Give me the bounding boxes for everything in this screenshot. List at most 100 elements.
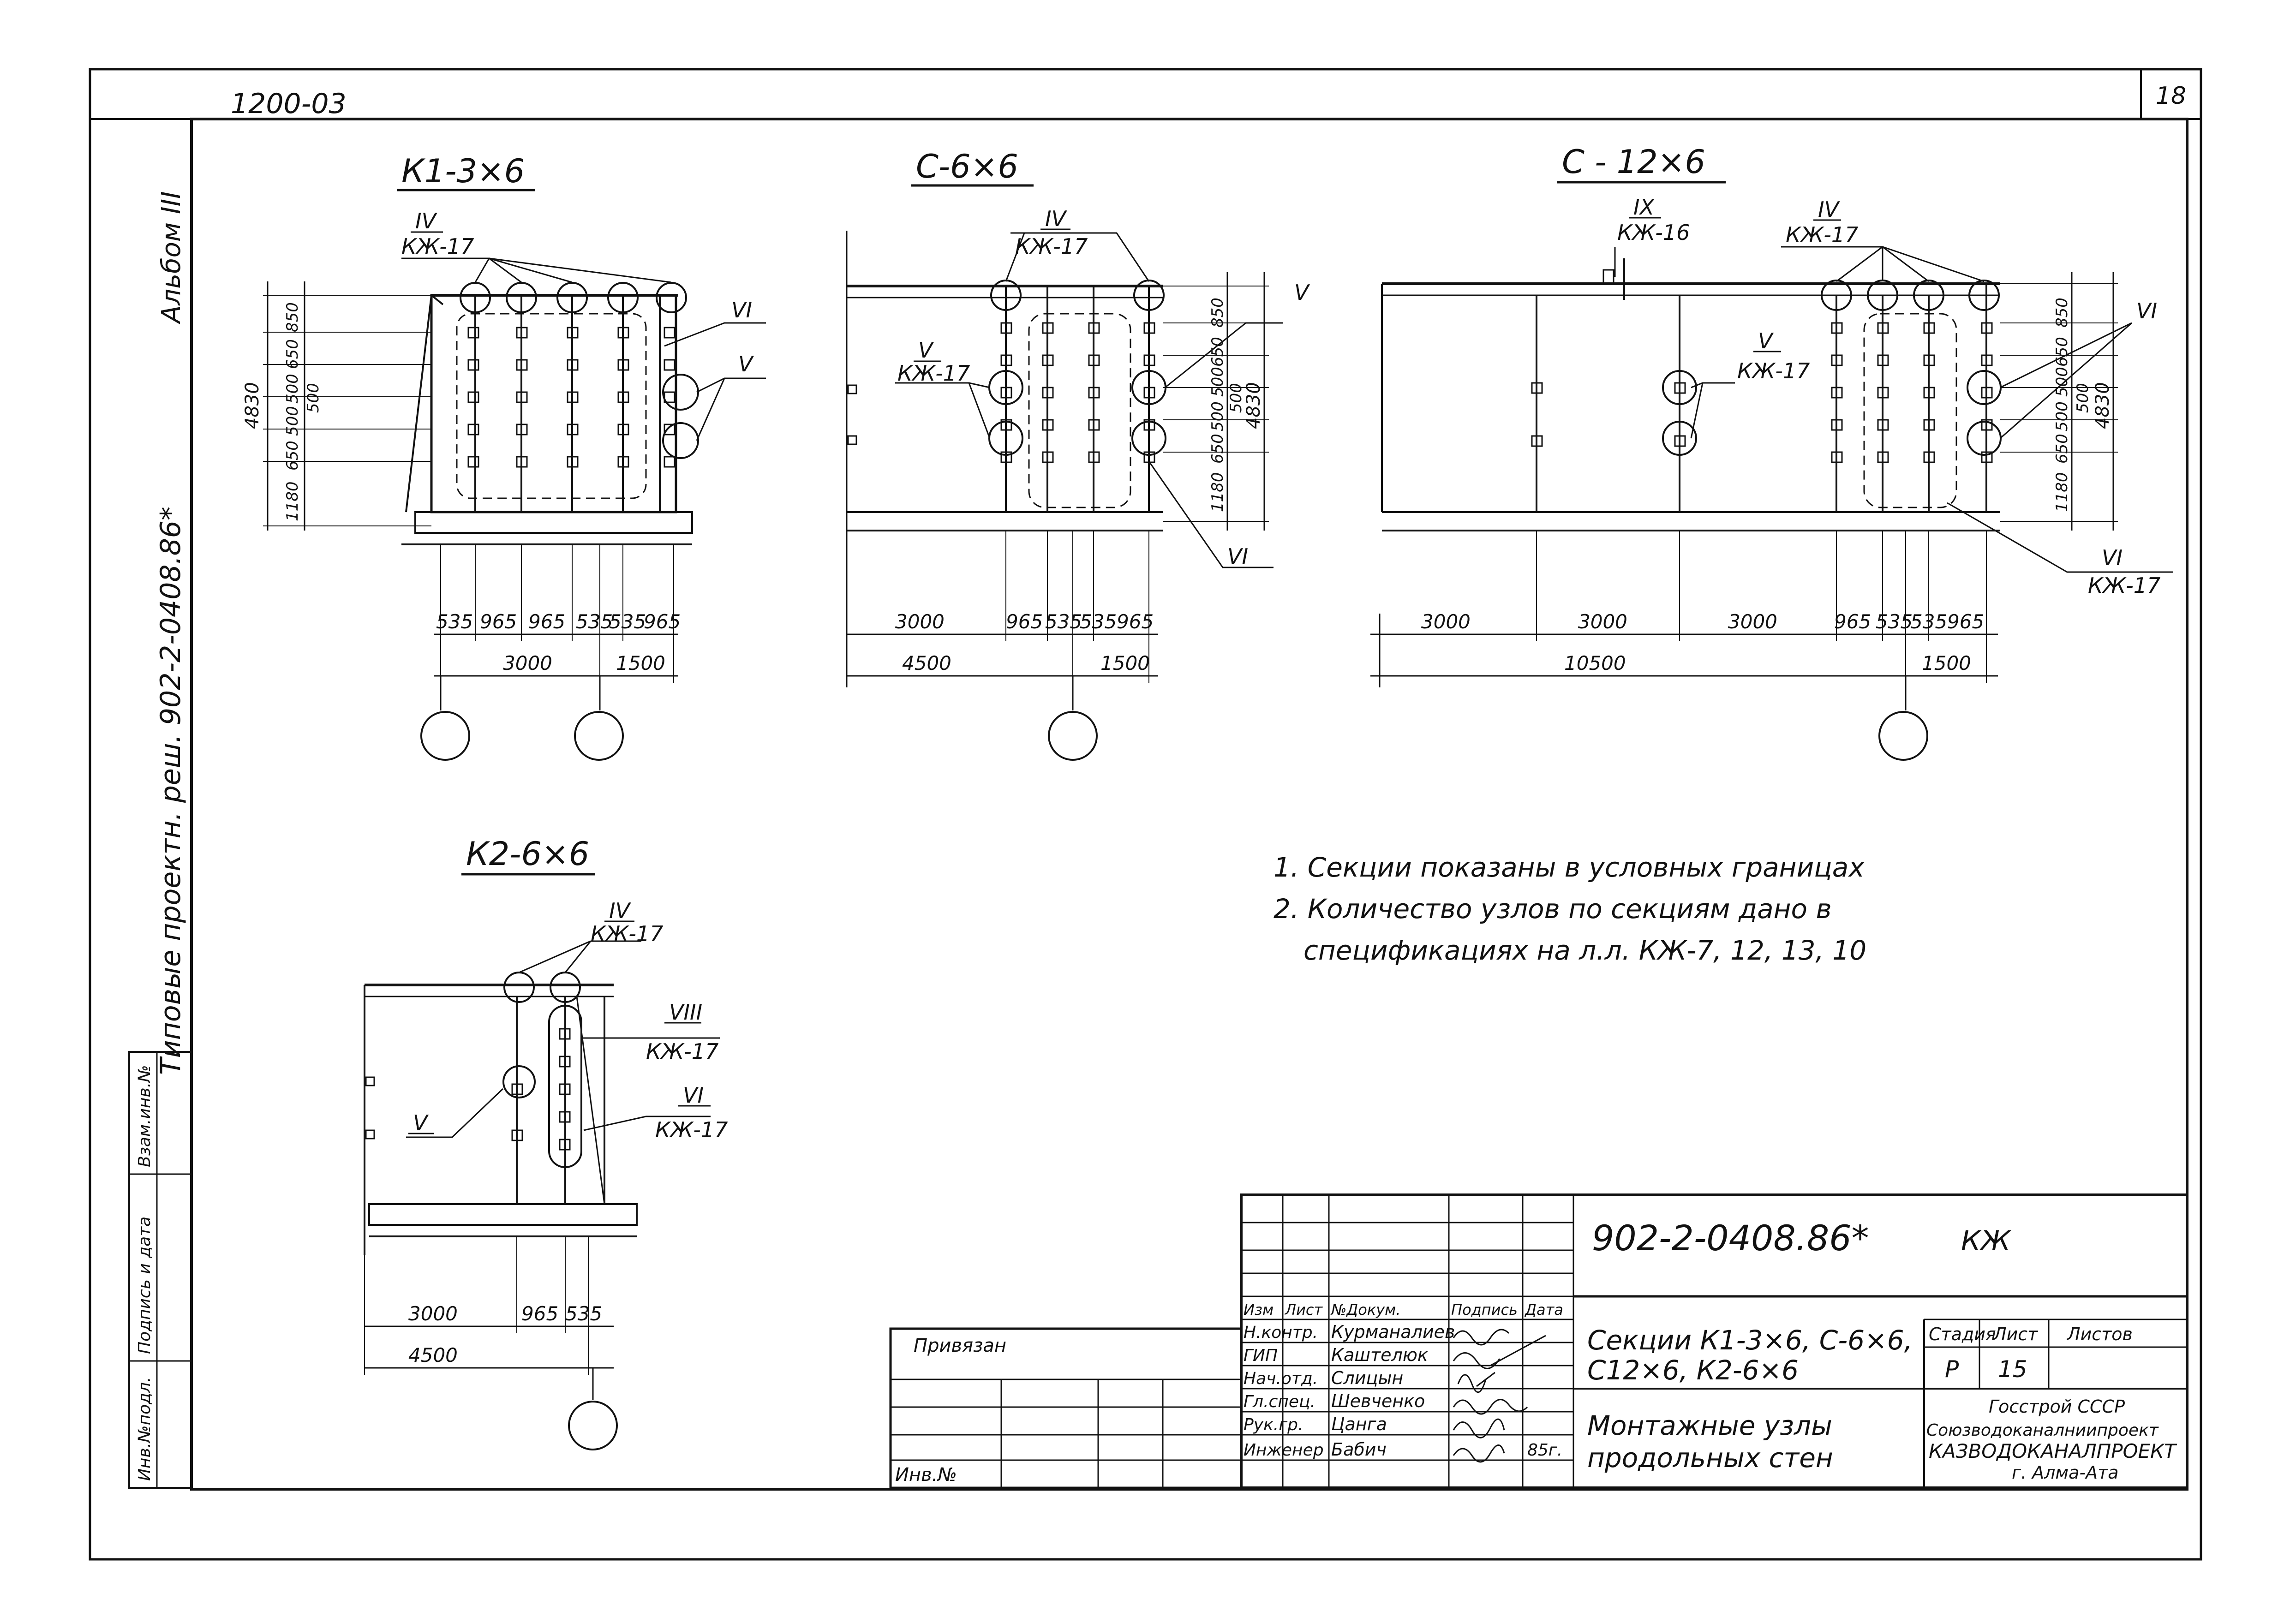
- tb-role-2: ГИП: [1244, 1346, 1278, 1365]
- k1-callout-v: V: [738, 352, 754, 376]
- k2-callout-v: V: [413, 1110, 429, 1135]
- c12-dim-535a: 535: [1876, 610, 1913, 633]
- tb-sheet-label: Лист: [1992, 1324, 2039, 1344]
- c12-dim-965a: 965: [1834, 610, 1871, 633]
- c6-height-650a: 650: [1208, 434, 1227, 464]
- c12-callout-vi-bottom-code: КЖ-17: [2088, 573, 2160, 598]
- c12-height-total: 4830: [2092, 382, 2113, 429]
- c6-dim-965b: 965: [1117, 610, 1154, 633]
- c6-title: С-6×6: [916, 148, 1018, 185]
- c12-dim-3000b: 3000: [1578, 610, 1627, 633]
- tb-role-6: Инженер: [1244, 1441, 1324, 1460]
- tb-header-sign: Подпись: [1451, 1301, 1518, 1319]
- side-album-label: Альбом III: [156, 191, 186, 325]
- tb-stage: Р: [1945, 1356, 1959, 1383]
- c6-axis-circle: [1048, 711, 1098, 761]
- c12-callout-ix: IX: [1633, 195, 1655, 220]
- sheet-number: 18: [2156, 82, 2186, 110]
- c6-dim-535b: 535: [1080, 610, 1117, 633]
- section-c6: С-6×6 IV КЖ-17 V КЖ-17 V: [846, 148, 1310, 761]
- k1-dim-535a: 535: [436, 610, 473, 633]
- k1-callout-iv: IV: [415, 209, 438, 233]
- note-1: 1. Секции показаны в условных границах: [1274, 852, 1865, 883]
- c6-callout-v-right: V: [1294, 280, 1310, 305]
- tb-code: 902-2-0408.86*: [1592, 1217, 1869, 1259]
- tb-role-3: Нач.отд.: [1244, 1369, 1318, 1388]
- c12-dim-3000c: 3000: [1728, 610, 1777, 633]
- k2-callout-vi-code: КЖ-17: [655, 1117, 728, 1142]
- c12-height-500a: 500: [2053, 401, 2071, 431]
- side-stamp-sign: Подпись и дата: [135, 1217, 154, 1354]
- c6-height-total: 4830: [1243, 382, 1264, 429]
- outer-frame: [89, 68, 2202, 1561]
- k1-dim-965b: 965: [528, 610, 565, 633]
- c12-title: С - 12×6: [1562, 143, 1705, 181]
- k2-callout-iv-code: КЖ-17: [591, 921, 663, 946]
- tb-title-1: Секции К1-3×6, С-6×6,: [1587, 1325, 1913, 1356]
- tb-name-4: Шевченко: [1331, 1391, 1425, 1411]
- notes: 1. Секции показаны в условных границах 2…: [1274, 852, 1866, 966]
- k2-dim-3000: 3000: [408, 1302, 458, 1325]
- tb-name-3: Слицын: [1331, 1368, 1403, 1388]
- tb-title-2: С12×6, К2-6×6: [1587, 1354, 1799, 1386]
- tb-subtitle-2: продольных стен: [1587, 1442, 1833, 1474]
- k1-height-850: 850: [283, 302, 302, 332]
- tb-role-4: Гл.спец.: [1244, 1392, 1315, 1411]
- signatures: [1453, 1329, 1546, 1463]
- k2-axis-circle: [568, 1401, 618, 1450]
- k2-dim-965: 965: [521, 1302, 558, 1325]
- binding-block: Привязан Инв.№: [889, 1327, 1243, 1489]
- tb-subtitle-1: Монтажные узлы: [1587, 1410, 1832, 1441]
- tb-role-1: Н.контр.: [1244, 1323, 1318, 1342]
- c12-callout-v: V: [1758, 328, 1774, 353]
- sheet-number-box: [2140, 68, 2202, 120]
- c6-dim-965a: 965: [1006, 610, 1043, 633]
- c12-callout-v-code: КЖ-17: [1737, 358, 1810, 383]
- c6-height-500a: 500: [1208, 401, 1227, 431]
- k1-dim-965a: 965: [480, 610, 517, 633]
- tb-name-5: Цанга: [1331, 1414, 1387, 1434]
- k2-callout-vi: VI: [683, 1083, 704, 1108]
- k1-callout-vi: VI: [731, 298, 752, 322]
- sheet-code: 1200-03: [231, 88, 347, 120]
- tb-stage-label: Стадия: [1929, 1324, 1996, 1344]
- k2-callout-viii: VIII: [669, 1000, 702, 1025]
- c6-callout-iv-code: КЖ-17: [1015, 234, 1088, 259]
- c6-height-500b: 500: [1208, 367, 1227, 397]
- c6-callout-iv: IV: [1045, 206, 1068, 231]
- k1-height-total: 4830: [242, 382, 263, 429]
- c12-span-10500: 10500: [1564, 652, 1626, 674]
- k1-height-500c: 500: [304, 383, 323, 413]
- note-2-cont: спецификациях на л.л. КЖ-7, 12, 13, 10: [1303, 935, 1866, 966]
- c12-span-1500: 1500: [1922, 652, 1971, 674]
- k2-callout-iv: IV: [609, 898, 632, 923]
- k2-span-4500: 4500: [408, 1344, 458, 1366]
- tb-name-1: Курманалиев: [1331, 1322, 1455, 1342]
- c12-height-650a: 650: [2053, 434, 2071, 464]
- c12-callout-iv-code: КЖ-17: [1786, 222, 1858, 247]
- k1-height-500a: 500: [283, 406, 302, 436]
- side-stamp: Инв.№подл. Подпись и дата Взам.инв.№: [128, 1051, 192, 1489]
- tb-name-6: Бабич: [1331, 1439, 1387, 1460]
- k1-axis-circle-2: [574, 711, 624, 761]
- k1-dim-535b: 535: [576, 610, 613, 633]
- c12-height-500b: 500: [2053, 367, 2071, 397]
- side-stamp-replace: Взам.инв.№: [135, 1065, 154, 1167]
- c12-callout-vi-right: VI: [2136, 298, 2157, 323]
- c6-dim-3000: 3000: [895, 610, 945, 633]
- tb-org-1: Госстрой СССР: [1989, 1396, 2125, 1417]
- c12-dim-535b: 535: [1910, 610, 1947, 633]
- c6-dim-535a: 535: [1045, 610, 1082, 633]
- inv-label: Инв.№: [895, 1464, 957, 1486]
- c12-callout-ix-code: КЖ-16: [1617, 220, 1690, 245]
- c6-callout-vi: VI: [1227, 544, 1248, 569]
- c12-callout-iv: IV: [1818, 197, 1841, 222]
- tb-mark: КЖ: [1961, 1225, 2012, 1257]
- tb-header-list: Лист: [1285, 1301, 1323, 1319]
- section-k1: К1-3×6 IV КЖ-17 VI: [242, 152, 766, 761]
- section-c12: С - 12×6 IX КЖ-16: [1370, 143, 2173, 761]
- c12-dim-3000a: 3000: [1421, 610, 1471, 633]
- tb-date: 85г.: [1527, 1441, 1562, 1460]
